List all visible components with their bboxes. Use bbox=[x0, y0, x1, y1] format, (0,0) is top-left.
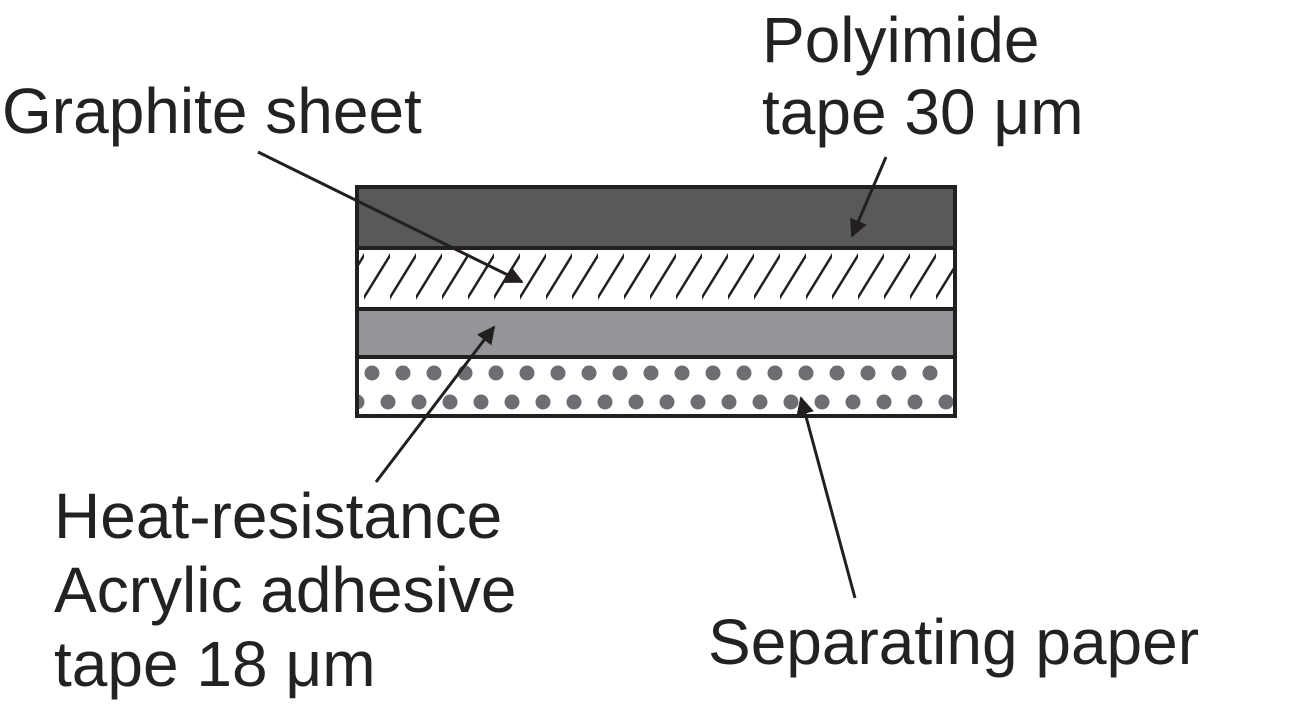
adhesive-label-line-3: tape 18 μm bbox=[54, 628, 376, 700]
adhesive-label: Heat-resistance Acrylic adhesive tape 18… bbox=[54, 480, 534, 700]
separating-label: Separating paper bbox=[708, 606, 1199, 678]
graphite-layer bbox=[355, 246, 957, 311]
adhesive-layer bbox=[355, 307, 957, 359]
adhesive-label-line-2: Acrylic adhesive bbox=[54, 554, 516, 626]
graphite-leader-arrow bbox=[257, 150, 524, 284]
separating-leader-arrow bbox=[796, 396, 857, 599]
polyimide-layer bbox=[355, 185, 957, 250]
adhesive-leader-arrow bbox=[374, 325, 496, 483]
graphite-label: Graphite sheet bbox=[2, 75, 422, 147]
polyimide-label: Polyimide tape 30 μm bbox=[762, 4, 1084, 148]
graphite-label-line-1: Graphite sheet bbox=[2, 75, 422, 147]
polyimide-label-line-2: tape 30 μm bbox=[762, 76, 1084, 148]
polyimide-leader-arrow bbox=[850, 156, 888, 238]
adhesive-label-line-1: Heat-resistance bbox=[54, 480, 502, 552]
separating-layer bbox=[355, 355, 957, 418]
separating-label-line-1: Separating paper bbox=[708, 606, 1199, 678]
polyimide-label-line-1: Polyimide bbox=[762, 4, 1039, 76]
